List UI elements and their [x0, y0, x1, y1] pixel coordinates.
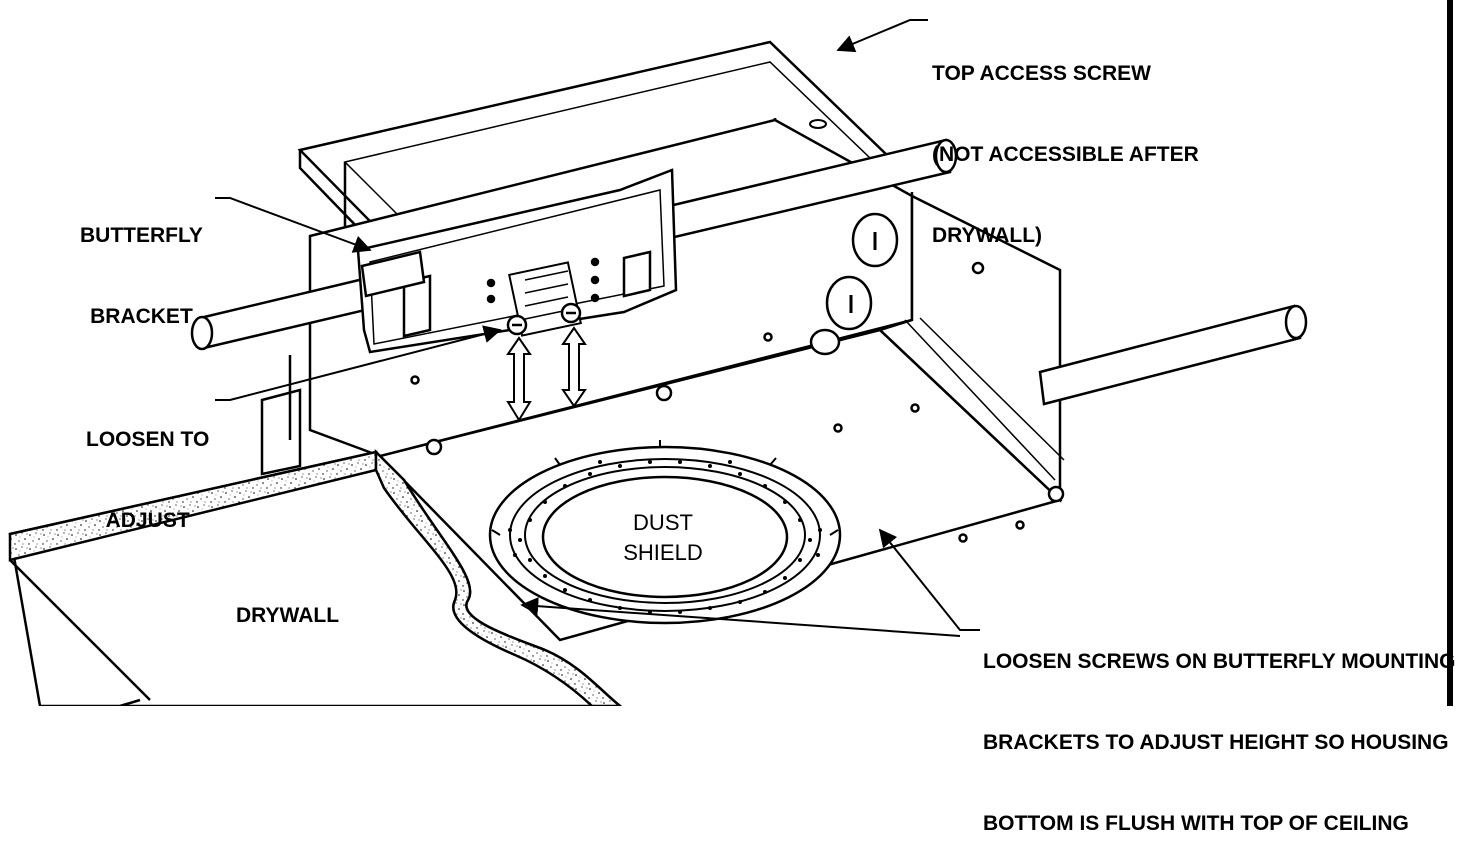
housing-installation-diagram — [8, 0, 1453, 706]
label-top-access-screw: TOP ACCESS SCREW (NOT ACCESSIBLE AFTER D… — [932, 62, 1199, 247]
label-loosen-to-adjust: LOOSEN TO ADJUST — [86, 428, 210, 532]
side-wall — [260, 355, 302, 476]
label-dust-shield: DUST SHIELD — [623, 510, 703, 565]
leader-lines — [215, 19, 980, 637]
drywall-panel — [8, 448, 623, 706]
label-butterfly-bracket: BUTTERFLY BRACKET — [80, 224, 203, 328]
adjust-screws — [506, 302, 582, 336]
adjust-arrows — [506, 326, 587, 422]
trim-ring — [488, 440, 842, 625]
label-drywall: DRYWALL — [236, 604, 340, 627]
label-loosen-screws-note: LOOSEN SCREWS ON BUTTERFLY MOUNTING BRAC… — [983, 650, 1456, 835]
